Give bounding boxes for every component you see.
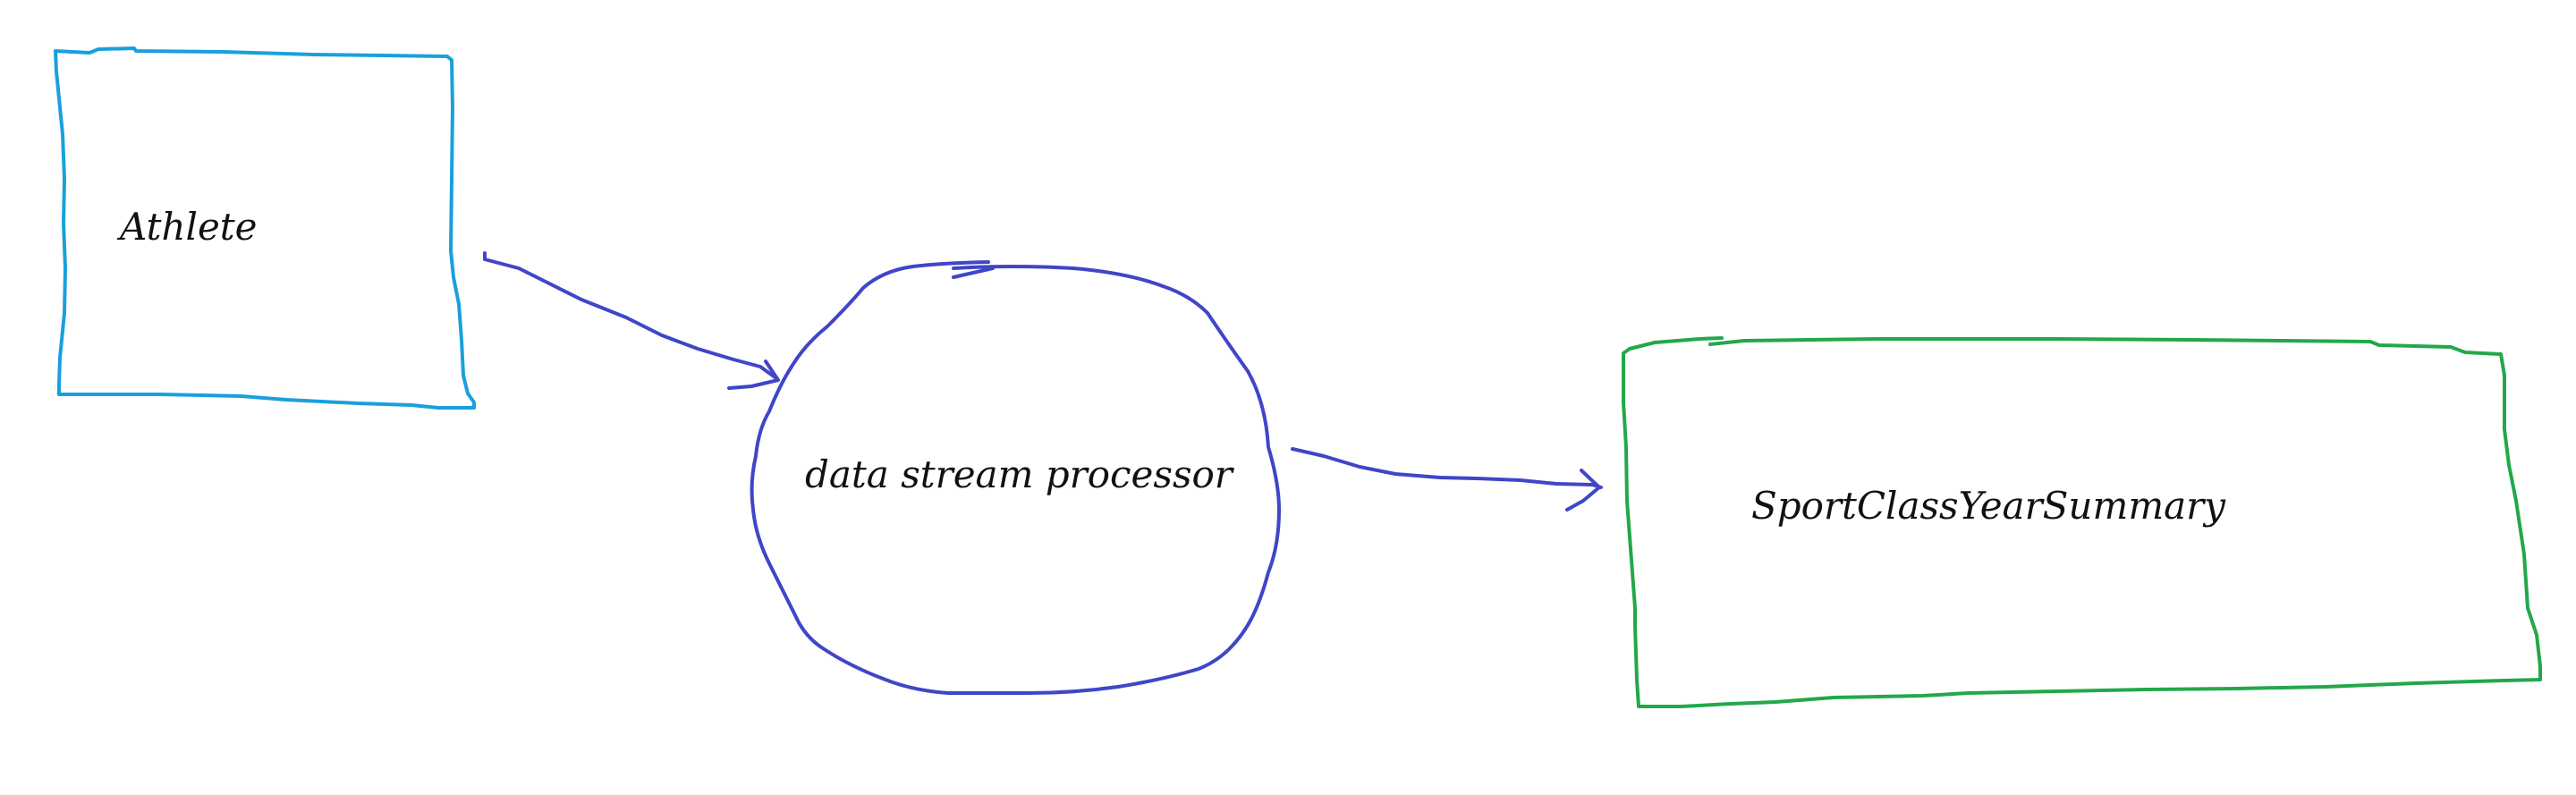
processor-circle-overlap: [952, 266, 995, 279]
summary-box: [1622, 336, 2542, 708]
edge-processor-to-summary: [1291, 447, 1603, 512]
arrow-line-1: [483, 251, 778, 380]
summary-label: SportClassYearSummary: [1751, 484, 2226, 528]
athlete-node[interactable]: Athlete: [54, 47, 476, 410]
athlete-label: Athlete: [116, 205, 258, 249]
processor-node[interactable]: data stream processor: [750, 260, 1281, 695]
processor-circle: [750, 260, 1281, 695]
athlete-box: [54, 47, 476, 410]
arrowhead-1: [727, 359, 780, 390]
arrow-line-2: [1291, 447, 1603, 489]
edge-athlete-to-processor: [483, 251, 780, 390]
summary-node[interactable]: SportClassYearSummary: [1622, 336, 2542, 708]
arrowhead-2: [1565, 469, 1601, 512]
processor-label: data stream processor: [805, 452, 1235, 496]
